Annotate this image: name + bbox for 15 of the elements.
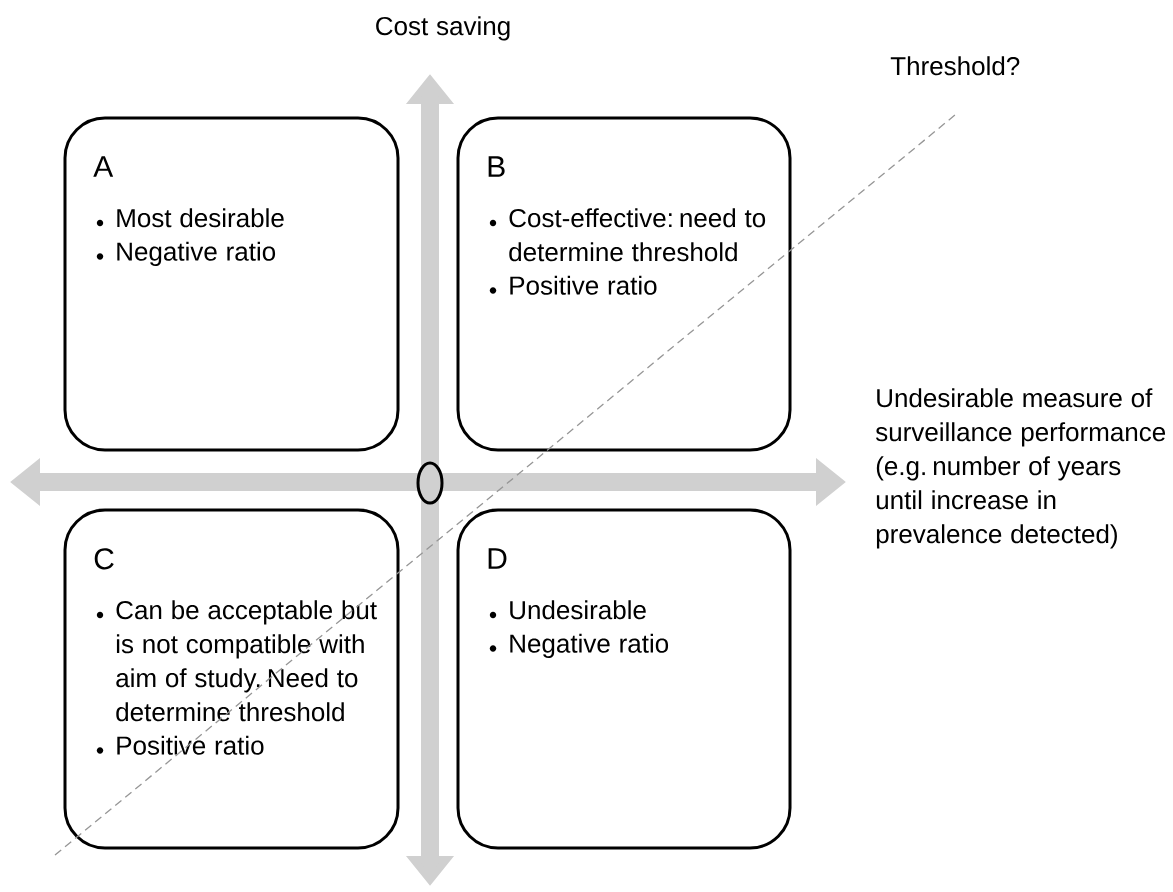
bullet-item: Most desirable	[96, 208, 284, 228]
bullet-item: Cost-effective: need to determine threshold	[489, 208, 766, 262]
bullet-item: Negative ratio	[96, 241, 276, 266]
bullet-item: Undesirable	[489, 600, 646, 620]
bullet-item: Positive ratio	[489, 275, 657, 295]
quadrant-letter: B	[488, 156, 505, 177]
axis-label: Cost saving	[376, 16, 510, 41]
quadrant-letter: C	[94, 548, 114, 570]
quadrant-letter: A	[93, 156, 114, 177]
bullet-item: Can be acceptable but is not compatible with aim of study. Need to determine threshold	[96, 600, 377, 722]
line-label: Threshold?	[890, 56, 1020, 76]
bullet-item: Positive ratio	[96, 735, 264, 755]
axis-label: Undesirable measure of surveillance performance (e.g. number of years until increase in prevalence detected)	[875, 388, 1166, 549]
quadrant-letter: D	[488, 548, 507, 569]
bullet-item: Negative ratio	[489, 633, 669, 658]
